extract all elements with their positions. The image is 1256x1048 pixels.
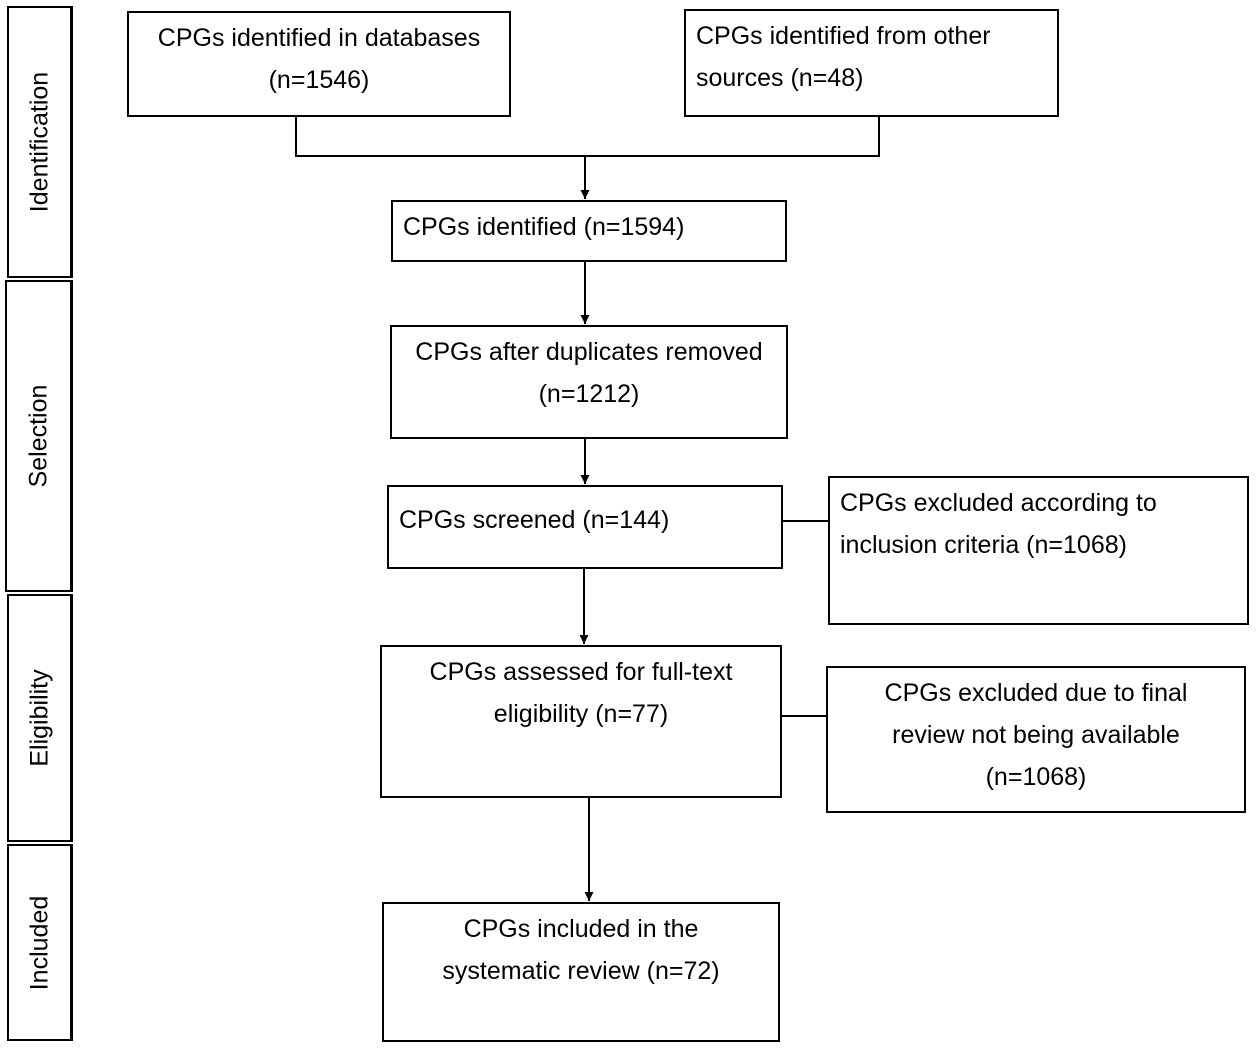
box-excluded-inclusion: CPGs excluded according to inclusion cri… — [828, 476, 1249, 625]
box-text: eligibility (n=77) — [493, 700, 669, 728]
box-text: CPGs included in the — [463, 915, 699, 943]
box-text: CPGs identified in databases — [157, 24, 481, 52]
box-text: CPGs excluded due to final — [884, 679, 1188, 707]
box-text: (n=1546) — [268, 66, 370, 94]
box-text: CPGs screened (n=144) — [399, 506, 670, 534]
stage-selection: Selection — [5, 280, 73, 592]
stage-label: Included — [25, 895, 53, 990]
box-identified: CPGs identified (n=1594) — [391, 200, 787, 262]
stage-label: Identification — [25, 71, 53, 213]
box-screened: CPGs screened (n=144) — [387, 485, 783, 569]
box-text: CPGs identified (n=1594) — [403, 213, 685, 241]
box-text: (n=1212) — [538, 380, 640, 408]
box-text: CPGs excluded according to — [840, 489, 1157, 517]
box-after-duplicates: CPGs after duplicates removed (n=1212) — [390, 325, 788, 439]
stage-label: Eligibility — [25, 669, 53, 767]
box-text: review not being available — [892, 721, 1180, 749]
box-included: CPGs included in the systematic review (… — [382, 902, 780, 1042]
stage-included: Included — [7, 844, 73, 1041]
box-text: CPGs after duplicates removed — [415, 338, 763, 366]
box-databases: CPGs identified in databases (n=1546) — [127, 11, 511, 117]
stage-identification: Identification — [7, 6, 73, 278]
box-text: inclusion criteria (n=1068) — [840, 531, 1127, 559]
box-text: systematic review (n=72) — [442, 957, 720, 985]
merge-connector — [295, 114, 880, 157]
box-text: sources (n=48) — [696, 64, 864, 92]
box-other-sources: CPGs identified from other sources (n=48… — [684, 9, 1059, 117]
box-excluded-final: CPGs excluded due to final review not be… — [826, 666, 1246, 813]
stage-eligibility: Eligibility — [7, 594, 73, 842]
box-assessed: CPGs assessed for full-text eligibility … — [380, 645, 782, 798]
box-text: CPGs identified from other — [696, 22, 991, 50]
stage-label: Selection — [24, 384, 52, 488]
box-text: (n=1068) — [985, 763, 1087, 791]
box-text: CPGs assessed for full-text — [429, 658, 733, 686]
